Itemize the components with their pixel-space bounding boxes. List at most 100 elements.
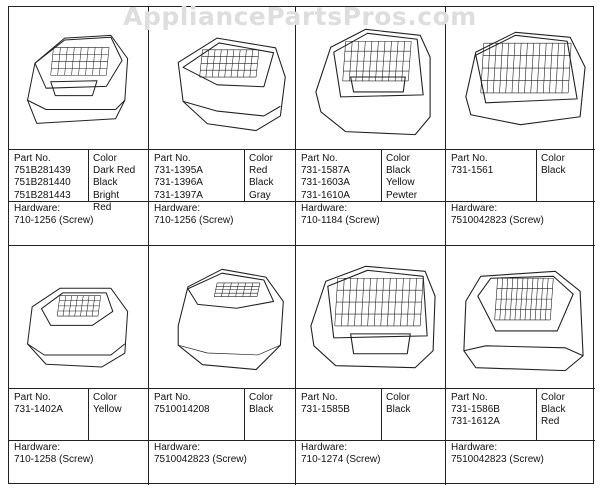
part-numbers: Part No.731-1402A — [14, 392, 63, 416]
hardware: Hardware:710-1258 (Screw) — [9, 440, 148, 465]
column-divider — [88, 149, 89, 201]
hardware-label: Hardware: — [451, 203, 498, 214]
color-value: Black — [93, 177, 118, 189]
part-no-label: Part No. — [451, 392, 488, 403]
part-number: 731-1561 — [451, 165, 494, 177]
hardware: Hardware:710-1274 (Screw) — [296, 440, 445, 465]
hardware-value: 7510042823 (Screw) — [451, 214, 544, 226]
hardware-label: Hardware: — [301, 203, 348, 214]
part-no-label: Part No. — [14, 153, 51, 164]
color-label: Color — [541, 392, 565, 403]
part-no-label: Part No. — [154, 153, 191, 164]
part-number: 731-1610A — [301, 189, 350, 201]
part-number: 731-1402A — [14, 404, 63, 416]
hardware-label: Hardware: — [154, 203, 201, 214]
color-value: Bright — [93, 189, 120, 201]
hardware-value: 710-1184 (Screw) — [301, 214, 380, 226]
engine-cover-box-grille-icon — [446, 246, 595, 389]
hardware-value: 710-1256 (Screw) — [14, 214, 94, 226]
hardware-value: 710-1256 (Screw) — [154, 214, 234, 226]
part-no-label: Part No. — [451, 153, 488, 164]
part-number: 751B281443 — [14, 189, 71, 201]
hardware: Hardware:710-1184 (Screw) — [296, 201, 445, 226]
color-value: Black — [249, 404, 274, 416]
color-value: Red — [93, 201, 112, 213]
part-no-label: Part No. — [154, 392, 191, 403]
part-number: 731-1587A — [301, 165, 350, 177]
color-value: Black — [386, 404, 411, 416]
hardware-label: Hardware: — [14, 442, 61, 453]
column-divider — [381, 149, 382, 201]
color-value: Red — [249, 165, 268, 177]
hardware-label: Hardware: — [301, 442, 348, 453]
hardware: Hardware:7510042823 (Screw) — [446, 201, 595, 226]
hardware-value: 7510042823 (Screw) — [451, 453, 544, 465]
hardware: Hardware:710-1256 (Screw) — [149, 201, 295, 226]
part-number: 731-1612A — [451, 416, 500, 428]
engine-cover-deep-grille-icon — [296, 246, 445, 389]
color-label: Color — [386, 392, 410, 403]
part-number: 751B281439 — [14, 165, 71, 177]
hardware-value: 7510042823 (Screw) — [154, 453, 247, 465]
engine-cover-rounded-grille-icon — [446, 7, 595, 150]
color-value: Black — [249, 177, 274, 189]
part-numbers: Part No.731-1561 — [451, 153, 493, 177]
hardware: Hardware:7510042823 (Screw) — [446, 440, 595, 465]
hardware-label: Hardware: — [154, 442, 201, 453]
hardware-value: 710-1274 (Screw) — [301, 453, 381, 465]
hardware-label: Hardware: — [451, 442, 498, 453]
engine-cover-vented-top-icon — [9, 7, 148, 150]
part-number: 731-1396A — [154, 177, 203, 189]
part-no-label: Part No. — [301, 392, 338, 403]
color-value: Red — [541, 416, 560, 428]
hardware-value: 710-1258 (Screw) — [14, 453, 94, 465]
column-divider — [536, 149, 537, 201]
part-numbers: Part No.731-1585B — [301, 392, 350, 416]
engine-cover-wide-grille-icon — [149, 7, 295, 150]
part-number: 751B281440 — [14, 177, 71, 189]
part-number: 731-1603A — [301, 177, 350, 189]
engine-cover-dome-icon — [149, 246, 295, 389]
part-number: 731-1397A — [154, 189, 203, 201]
color-value: Pewter — [386, 189, 418, 201]
engine-cover-small-grille-icon — [9, 246, 148, 389]
hardware: Hardware:7510042823 (Screw) — [149, 440, 295, 465]
part-no-label: Part No. — [14, 392, 51, 403]
part-number: 731-1585B — [301, 404, 350, 416]
column-divider — [88, 388, 89, 440]
color-label: Color — [541, 153, 565, 164]
color-value: Dark Red — [93, 165, 136, 177]
hardware: Hardware:710-1256 (Screw) — [9, 201, 148, 226]
color-label: Color — [249, 153, 273, 164]
part-number: 731-1586B — [451, 404, 500, 416]
column-divider — [244, 388, 245, 440]
color-label: Color — [93, 153, 117, 164]
part-number: 731-1395A — [154, 165, 203, 177]
color-value: Black — [541, 165, 566, 177]
color-value: Black — [386, 165, 411, 177]
part-no-label: Part No. — [301, 153, 338, 164]
